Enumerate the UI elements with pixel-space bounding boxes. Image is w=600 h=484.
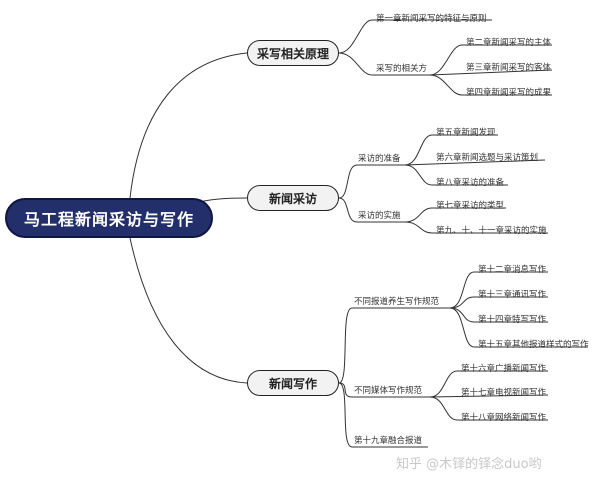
node-ch13[interactable]: 第十三章通讯写作: [478, 290, 547, 300]
root-node[interactable]: 马工程新闻采访与写作: [5, 198, 213, 238]
node-ch5[interactable]: 第五章新闻发现: [436, 128, 496, 138]
node-ch8[interactable]: 第八章采访的准备: [436, 178, 505, 188]
node-ch4[interactable]: 第四章新闻采写的成果: [466, 88, 552, 98]
node-prep[interactable]: 采访的准备: [358, 154, 401, 164]
node-report-norms[interactable]: 不同报道养生写作规范: [354, 297, 440, 307]
node-ch12[interactable]: 第十二章消息写作: [478, 265, 547, 275]
branch-interview[interactable]: 新闻采访: [247, 185, 339, 211]
node-ch16[interactable]: 第十六章广播新闻写作: [461, 364, 547, 374]
node-ch9-11[interactable]: 第九、十、十一章采访的实施: [436, 226, 547, 236]
node-media-norms[interactable]: 不同媒体写作规范: [354, 386, 423, 396]
node-ch14[interactable]: 第十四章特写写作: [478, 315, 547, 325]
node-ch2[interactable]: 第二章新闻采写的主体: [466, 38, 552, 48]
node-ch7[interactable]: 第七章采访的类型: [436, 201, 505, 211]
node-ch17[interactable]: 第十七章电视新闻写作: [461, 388, 547, 398]
node-impl[interactable]: 采访的实施: [358, 211, 401, 221]
node-ch15[interactable]: 第十五章其他报道样式的写作: [478, 340, 589, 350]
node-ch3[interactable]: 第三章新闻采写的客体: [466, 63, 552, 73]
node-ch18[interactable]: 第十八章网络新闻写作: [461, 413, 547, 423]
node-ch19[interactable]: 第十九章融合报道: [354, 436, 423, 446]
node-parties[interactable]: 采写的相关方: [376, 64, 428, 74]
node-ch6[interactable]: 第六章新闻选题与采访策划: [436, 153, 539, 163]
branch-principles[interactable]: 采写相关原理: [247, 40, 339, 66]
watermark: 知乎 @木铎的铎念duo哟: [396, 457, 542, 472]
branch-writing[interactable]: 新闻写作: [247, 370, 339, 396]
node-ch1[interactable]: 第一章新闻采写的特征与原则: [376, 14, 487, 24]
